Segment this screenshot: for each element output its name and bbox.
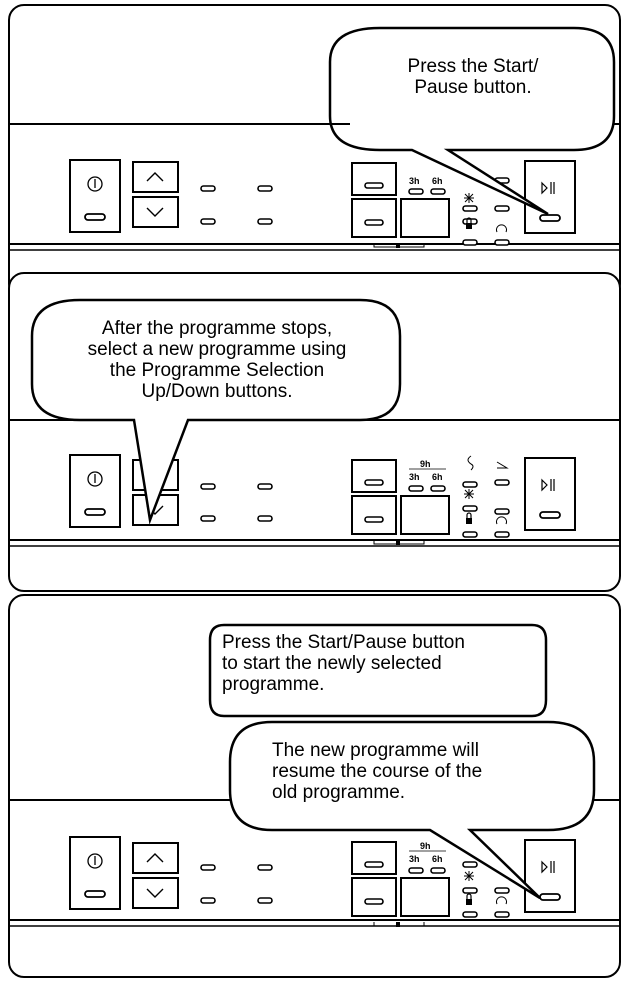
timer-label-6h: 6h <box>432 176 443 186</box>
timer-label-3h: 3h <box>409 472 420 482</box>
clock-icon <box>496 516 507 525</box>
step-1-control-strip <box>9 123 621 251</box>
step-3-instruction: Press the Start/Pause button to start th… <box>222 632 465 695</box>
display-segments <box>200 185 273 225</box>
timer-label-3h: 3h <box>409 176 420 186</box>
callout-bubble-1 <box>328 26 616 216</box>
lock-icon <box>466 512 472 524</box>
sun-icon <box>464 489 474 499</box>
clock-icon <box>496 896 507 905</box>
lock-icon <box>466 893 472 905</box>
power-button[interactable] <box>69 836 121 910</box>
rinse-icon <box>467 455 474 471</box>
step-3-control-strip <box>9 799 621 928</box>
timer-label-3h: 3h <box>409 854 420 864</box>
step-2-control-strip <box>9 419 621 547</box>
delay-label-9h: 9h <box>420 459 431 469</box>
step-2-instruction: After the programme stops, select a new … <box>87 318 347 402</box>
power-button[interactable] <box>69 159 121 233</box>
callout-bubble-4 <box>228 720 596 900</box>
start-pause-button[interactable] <box>524 839 576 913</box>
start-pause-button[interactable] <box>524 457 576 531</box>
programme-up-down-buttons[interactable] <box>132 161 179 228</box>
sun-icon <box>464 871 474 881</box>
delay-label-9h: 9h <box>420 841 431 851</box>
callout-bubble-3 <box>208 623 548 718</box>
shelf-icon <box>496 461 509 469</box>
timer-label-6h: 6h <box>432 472 443 482</box>
sun-icon <box>464 193 474 203</box>
start-pause-button[interactable] <box>524 160 576 234</box>
display-segments <box>200 483 273 522</box>
step-3-note: The new programme will resume the course… <box>272 740 483 803</box>
power-button[interactable] <box>69 454 121 528</box>
clock-icon <box>496 224 507 233</box>
timer-label-6h: 6h <box>432 854 443 864</box>
display-segments <box>200 864 273 904</box>
step-1-instruction: Press the Start/ Pause button. <box>407 56 539 98</box>
lock-icon <box>466 217 472 229</box>
programme-up-down-buttons[interactable] <box>132 842 179 909</box>
callout-bubble-2 <box>30 298 402 525</box>
